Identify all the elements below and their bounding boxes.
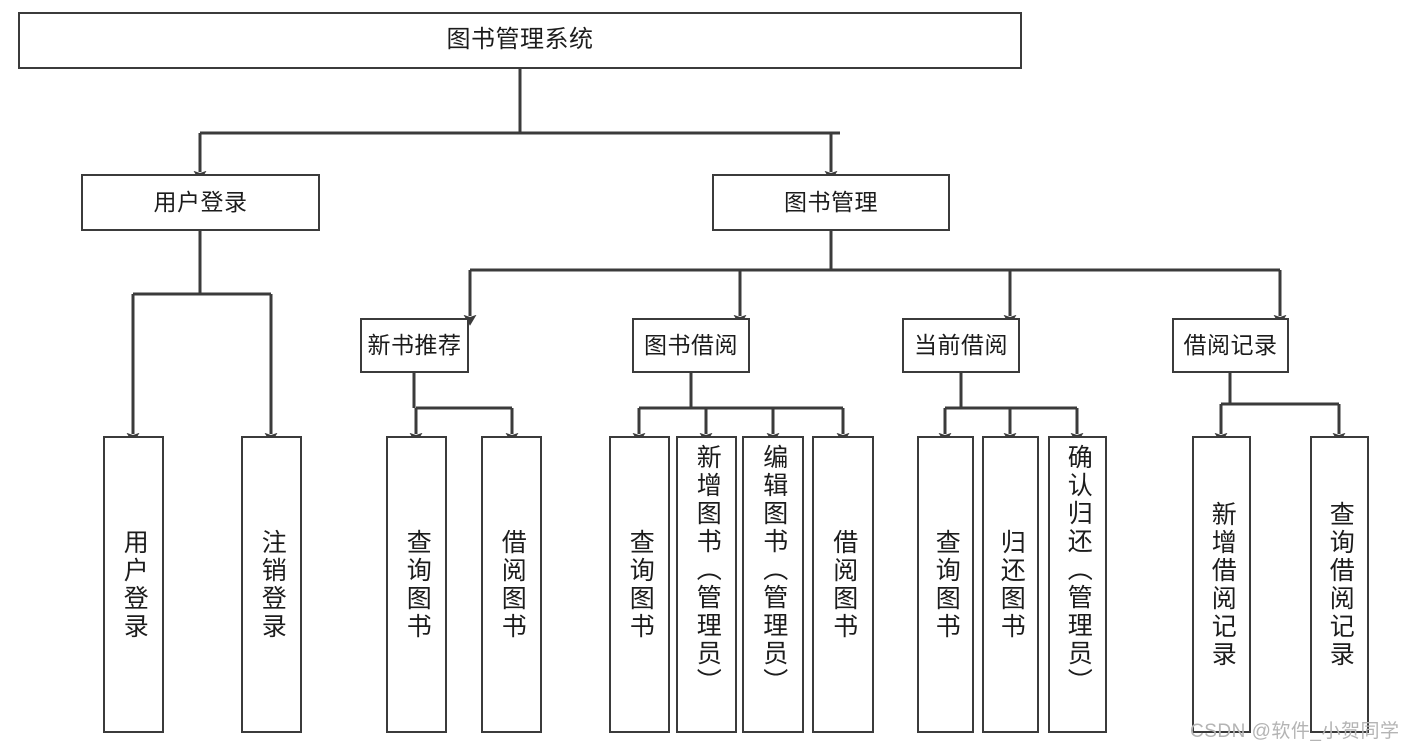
leaf-add-book-admin-label: 新增图书（管理员） [693, 444, 722, 696]
leaf-query-book-recommend-label: 查询图书 [403, 528, 432, 641]
node-root-label: 图书管理系统 [446, 26, 594, 54]
leaf-user-login[interactable]: 用户登录 [103, 436, 164, 733]
leaf-add-book-admin[interactable]: 新增图书（管理员） [676, 436, 737, 733]
leaf-query-borrow-record-label: 查询借阅记录 [1326, 500, 1355, 669]
leaf-add-borrow-record-label: 新增借阅记录 [1208, 500, 1237, 669]
leaf-query-borrow-record[interactable]: 查询借阅记录 [1310, 436, 1369, 733]
node-book-borrow[interactable]: 图书借阅 [632, 318, 750, 373]
leaf-query-book-current[interactable]: 查询图书 [917, 436, 974, 733]
node-borrow-record[interactable]: 借阅记录 [1172, 318, 1289, 373]
node-book-management[interactable]: 图书管理 [712, 174, 950, 231]
leaf-user-login-label: 用户登录 [120, 528, 149, 641]
leaf-add-borrow-record[interactable]: 新增借阅记录 [1192, 436, 1251, 733]
node-book-borrow-label: 图书借阅 [644, 331, 738, 358]
node-user-login[interactable]: 用户登录 [81, 174, 320, 231]
node-current-borrow-label: 当前借阅 [914, 331, 1008, 358]
leaf-query-book-borrow[interactable]: 查询图书 [609, 436, 670, 733]
leaf-return-book[interactable]: 归还图书 [982, 436, 1039, 733]
node-new-book-recommend-label: 新书推荐 [367, 331, 462, 358]
leaf-borrow-book-recommend[interactable]: 借阅图书 [481, 436, 542, 733]
watermark-text: CSDN @软件_小贺同学 [1190, 721, 1400, 742]
leaf-query-book-current-label: 查询图书 [932, 528, 961, 641]
leaf-confirm-return-admin[interactable]: 确认归还（管理员） [1048, 436, 1107, 733]
leaf-borrow-book[interactable]: 借阅图书 [812, 436, 874, 733]
leaf-query-book-borrow-label: 查询图书 [626, 528, 655, 641]
node-book-management-label: 图书管理 [784, 188, 878, 215]
leaf-edit-book-admin-label: 编辑图书（管理员） [759, 444, 788, 696]
node-borrow-record-label: 借阅记录 [1183, 331, 1278, 358]
leaf-query-book-recommend[interactable]: 查询图书 [386, 436, 447, 733]
leaf-edit-book-admin[interactable]: 编辑图书（管理员） [742, 436, 804, 733]
leaf-return-book-label: 归还图书 [997, 528, 1026, 641]
node-current-borrow[interactable]: 当前借阅 [902, 318, 1020, 373]
leaf-borrow-book-recommend-label: 借阅图书 [498, 528, 527, 641]
leaf-logout-login-label: 注销登录 [258, 528, 287, 641]
node-root[interactable]: 图书管理系统 [18, 12, 1022, 69]
leaf-confirm-return-admin-label: 确认归还（管理员） [1064, 444, 1093, 696]
leaf-borrow-book-label: 借阅图书 [829, 528, 858, 641]
node-user-login-label: 用户登录 [153, 188, 248, 215]
leaf-logout-login[interactable]: 注销登录 [241, 436, 302, 733]
node-new-book-recommend[interactable]: 新书推荐 [360, 318, 469, 373]
watermark: CSDN @软件_小贺同学 [1190, 716, 1399, 743]
